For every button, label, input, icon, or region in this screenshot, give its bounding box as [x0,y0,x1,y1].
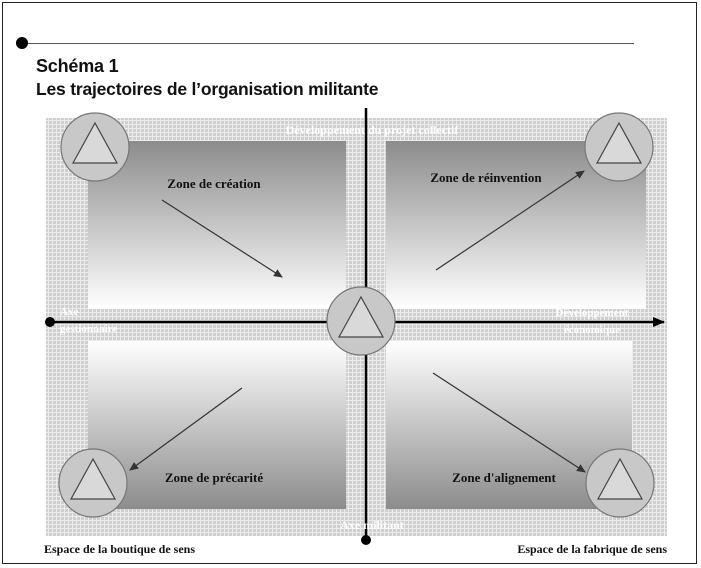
header-bullet [16,37,28,49]
axis-right-label-2: économique [564,324,620,336]
node-bottom-right [585,448,655,518]
axis-bottom-dot [361,535,371,545]
zone-reinvention-label: Zone de réinvention [430,170,542,185]
footer-left-label: Espace de la boutique de sens [44,542,196,556]
node-top-right [584,112,654,182]
axis-left-dot [45,317,55,327]
arrow-alignement [432,372,586,473]
axis-bottom-label: Axe militant [340,518,404,532]
zone-bottom-left-panel [88,341,346,509]
zone-precarite-label: Zone de précarité [165,470,263,485]
zone-creation-label: Zone de création [167,176,261,191]
axis-right-label-1: Développement [556,307,629,319]
zone-top-left-panel [88,141,346,309]
header-rule [22,43,634,44]
arrow-reinvention [435,170,585,271]
figure-title: Schéma 1 [36,56,119,76]
figure-subtitle: Les trajectoires de l’organisation milit… [36,79,379,99]
axis-left-label-2: gestionnaire [60,323,117,335]
zone-alignement-label: Zone d'alignement [452,470,556,485]
arrow-precarite [129,387,243,471]
axis-top-label: Développement du projet collectif [286,123,460,137]
node-top-left [60,112,130,182]
footer-right-label: Espace de la fabrique de sens [517,542,667,556]
arrow-creation [161,199,283,278]
node-bottom-left [58,448,128,518]
axis-left-label-1: Axe [60,306,78,318]
node-center [326,286,396,356]
